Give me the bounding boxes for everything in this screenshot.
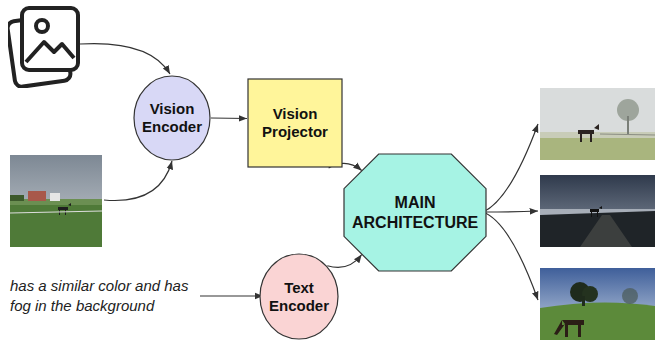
query-text: has a similar color and has fog in the b…	[10, 276, 200, 315]
flow-arrow	[327, 255, 361, 268]
input-arrow	[104, 161, 172, 201]
input-photo	[10, 155, 102, 247]
flow-arrow	[211, 117, 247, 119]
node-text: Text Encoder	[268, 279, 330, 315]
output-photo	[540, 175, 655, 247]
main-octagon-outline	[343, 153, 487, 272]
output-arrow	[483, 124, 538, 212]
output-arrow	[483, 212, 538, 300]
main-octagon: MAIN ARCHITECTURE	[343, 153, 487, 272]
projector-box: Vision Projector	[247, 78, 343, 168]
node-text: Vision Encoder	[142, 100, 202, 136]
encoder-ellipse: Vision Encoder	[133, 75, 211, 161]
input-arrow	[200, 295, 263, 296]
output-photo	[540, 88, 655, 160]
node-text: Vision Projector	[252, 105, 338, 141]
output-arrow	[483, 211, 538, 212]
encoder-ellipse: Text Encoder	[259, 253, 339, 340]
output-photo	[540, 268, 655, 340]
image-icon	[8, 2, 82, 88]
input-arrow	[80, 44, 170, 74]
node-text: MAIN ARCHITECTURE	[352, 193, 478, 231]
